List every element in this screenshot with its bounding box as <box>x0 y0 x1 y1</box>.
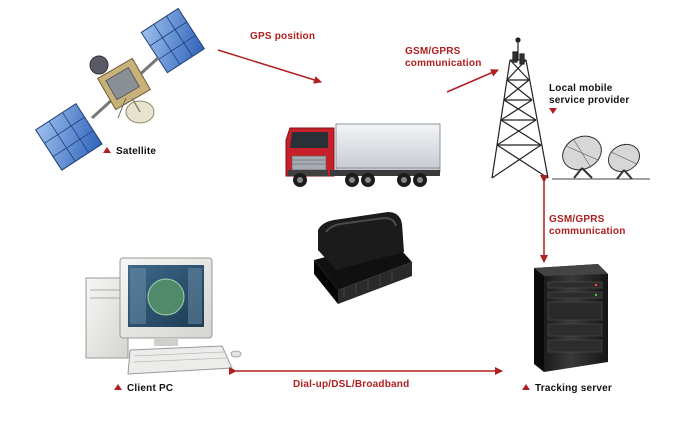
gsm-gprs-right-line1: GSM/GPRS <box>549 214 626 226</box>
tracking-server-label: Tracking server <box>522 383 612 395</box>
gps-position-arrow <box>218 50 321 82</box>
satellite-label-text: Satellite <box>116 146 156 157</box>
local-provider-line2: service provider <box>549 95 629 107</box>
client-pc-marker <box>114 384 122 390</box>
gsm-gprs-right-label: GSM/GPRS communication <box>549 214 626 238</box>
client-pc-label: Client PC <box>114 383 173 395</box>
cell-tower-icon <box>492 38 548 178</box>
gps-position-label: GPS position <box>250 31 315 43</box>
satellite-dish-icon <box>552 130 650 179</box>
gps-tracker-icon <box>314 212 412 304</box>
local-provider-line1: Local mobile <box>549 83 629 95</box>
desktop-pc-icon <box>86 258 241 374</box>
gsm-gprs-top-arrow <box>447 70 498 92</box>
local-provider-marker <box>549 108 557 114</box>
satellite-label: Satellite <box>103 146 156 158</box>
server-icon <box>534 264 608 372</box>
satellite-marker <box>103 147 111 153</box>
gsm-gprs-top-label: GSM/GPRS communication <box>405 46 482 70</box>
gsm-gprs-top-line1: GSM/GPRS <box>405 46 482 58</box>
dialup-label: Dial-up/DSL/Broadband <box>293 379 409 391</box>
local-provider-label: Local mobile service provider <box>549 83 629 119</box>
tracking-server-marker <box>522 384 530 390</box>
client-pc-label-text: Client PC <box>127 383 173 394</box>
tracking-server-label-text: Tracking server <box>535 383 612 394</box>
gsm-gprs-top-line2: communication <box>405 58 482 70</box>
truck-icon <box>286 124 440 187</box>
gsm-gprs-right-line2: communication <box>549 226 626 238</box>
